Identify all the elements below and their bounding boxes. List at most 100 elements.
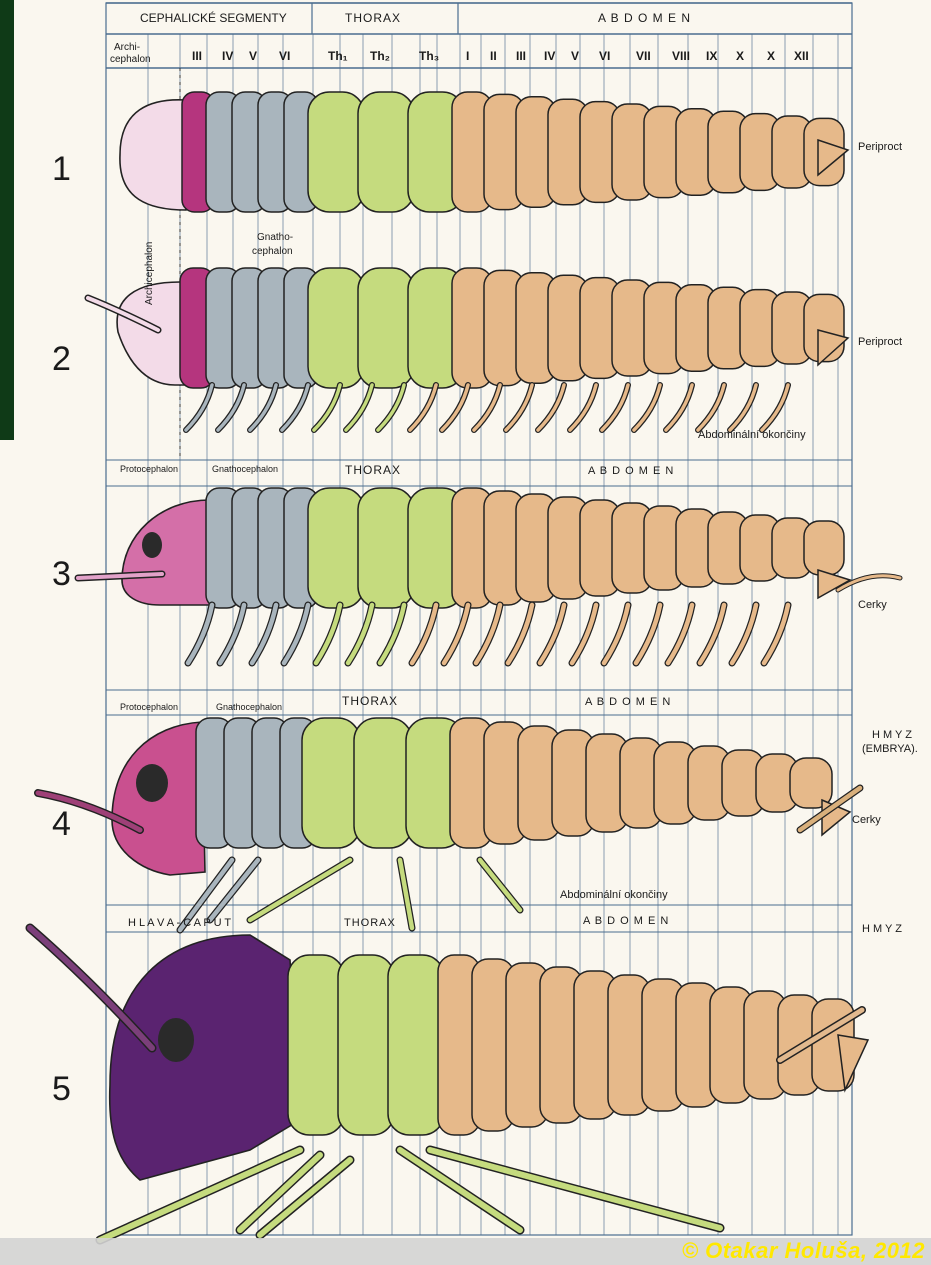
segment-label: X: [736, 49, 744, 63]
header-cephalic: CEPHALICKÉ SEGMENTY: [140, 10, 287, 25]
antenna: [30, 928, 152, 1048]
segment-label: VII: [636, 49, 651, 63]
segment-label: Th₂: [370, 49, 390, 63]
band-protocephalon-3: Protocephalon: [120, 464, 178, 474]
head: [122, 500, 215, 605]
specimen-body: [117, 268, 848, 388]
head: [110, 935, 300, 1180]
segment-label: VIII: [672, 49, 690, 63]
body-segment: [354, 718, 412, 848]
leg: [218, 385, 244, 430]
leg: [346, 385, 372, 430]
specimen-number: 5: [52, 1070, 71, 1108]
label-abdominal-limbs-4: Abdominální okončiny: [560, 889, 668, 901]
label-cerky-4: Cerky: [852, 814, 881, 826]
segment-label: XII: [794, 49, 809, 63]
segment-label: Th₁: [328, 49, 348, 63]
band-thorax-5: THORAX: [344, 917, 396, 929]
body-segment: [288, 955, 344, 1135]
leg: [762, 385, 788, 430]
label-gnatho: cephalon: [252, 246, 293, 257]
segment-label: V: [571, 49, 579, 63]
leg: [602, 385, 628, 430]
leg: [506, 385, 532, 430]
leg: [474, 385, 500, 430]
label-abdominal-limbs-2: Abdominální okončiny: [698, 429, 806, 441]
segment-label: I: [466, 49, 469, 63]
label-periproct-1: Periproct: [858, 141, 902, 153]
body-segment: [388, 955, 444, 1135]
band-caput-5: H L A V A - C A P U T: [128, 917, 231, 929]
leg: [442, 385, 468, 430]
copyright-text: © Otakar Holuša, 2012: [682, 1238, 925, 1264]
label-archicephalon: Archicephalon: [144, 242, 155, 305]
body-segment: [790, 758, 832, 808]
label-hmyz-5: H M Y Z: [862, 923, 902, 935]
label-embrya-4: (EMBRYA).: [862, 743, 918, 755]
leg: [634, 385, 660, 430]
leg: [698, 385, 724, 430]
leg: [430, 1150, 720, 1228]
leg: [538, 385, 564, 430]
band-gnathocephalon-4: Gnathocephalon: [216, 702, 282, 712]
body-segment: [308, 268, 364, 388]
leg: [410, 385, 436, 430]
body-segment: [358, 488, 414, 608]
label-gnatho: Gnatho-: [257, 232, 293, 243]
body-segment: [358, 92, 414, 212]
leg: [570, 385, 596, 430]
band-gnathocephalon-3: Gnathocephalon: [212, 464, 278, 474]
body-segment: [338, 955, 394, 1135]
specimen-number: 2: [52, 340, 71, 378]
leg: [400, 860, 412, 928]
label-hmyz-4: H M Y Z: [872, 729, 912, 741]
segment-label: III: [516, 49, 526, 63]
band-thorax-3: THORAX: [345, 463, 401, 477]
body-segment: [302, 718, 360, 848]
label-cerky-3: Cerky: [858, 599, 887, 611]
segment-label: VI: [279, 49, 290, 63]
leg: [314, 385, 340, 430]
band-abdomen-4: A B D O M E N: [585, 696, 671, 708]
leg: [282, 385, 308, 430]
leg: [186, 385, 212, 430]
band-thorax-4: THORAX: [342, 694, 398, 708]
band-abdomen-5: A B D O M E N: [583, 915, 669, 927]
compound-eye: [136, 764, 168, 802]
segment-label: Th₃: [419, 49, 439, 63]
specimen-number: 4: [52, 805, 71, 843]
compound-eye: [142, 532, 162, 558]
header-abdomen: A B D O M E N: [598, 11, 691, 25]
leg: [250, 860, 350, 920]
specimen-number: 3: [52, 555, 71, 593]
segment-label: IV: [222, 49, 233, 63]
header-thorax: THORAX: [345, 11, 401, 25]
label-periproct-2: Periproct: [858, 336, 902, 348]
segment-label: IV: [544, 49, 555, 63]
leg: [250, 385, 276, 430]
body-segment: [804, 521, 844, 575]
segment-label-archi: cephalon: [110, 54, 151, 65]
segment-label: VI: [599, 49, 610, 63]
band-protocephalon-4: Protocephalon: [120, 702, 178, 712]
segment-label: V: [249, 49, 257, 63]
leg: [480, 860, 520, 910]
specimen-number: 1: [52, 150, 71, 188]
segment-label: III: [192, 49, 202, 63]
specimen-bodies: [30, 92, 900, 1240]
segment-label-archi: Archi-: [114, 42, 140, 53]
specimen-body: [120, 92, 848, 212]
band-abdomen-3: A B D O M E N: [588, 465, 674, 477]
segment-label: II: [490, 49, 497, 63]
segment-label: X: [767, 49, 775, 63]
body-segment: [308, 488, 364, 608]
compound-eye: [158, 1018, 194, 1062]
specimen-body: [122, 488, 850, 608]
specimen-body: [110, 935, 868, 1180]
segment-label: IX: [706, 49, 717, 63]
leg: [378, 385, 404, 430]
head: [120, 100, 186, 210]
body-segment: [358, 268, 414, 388]
